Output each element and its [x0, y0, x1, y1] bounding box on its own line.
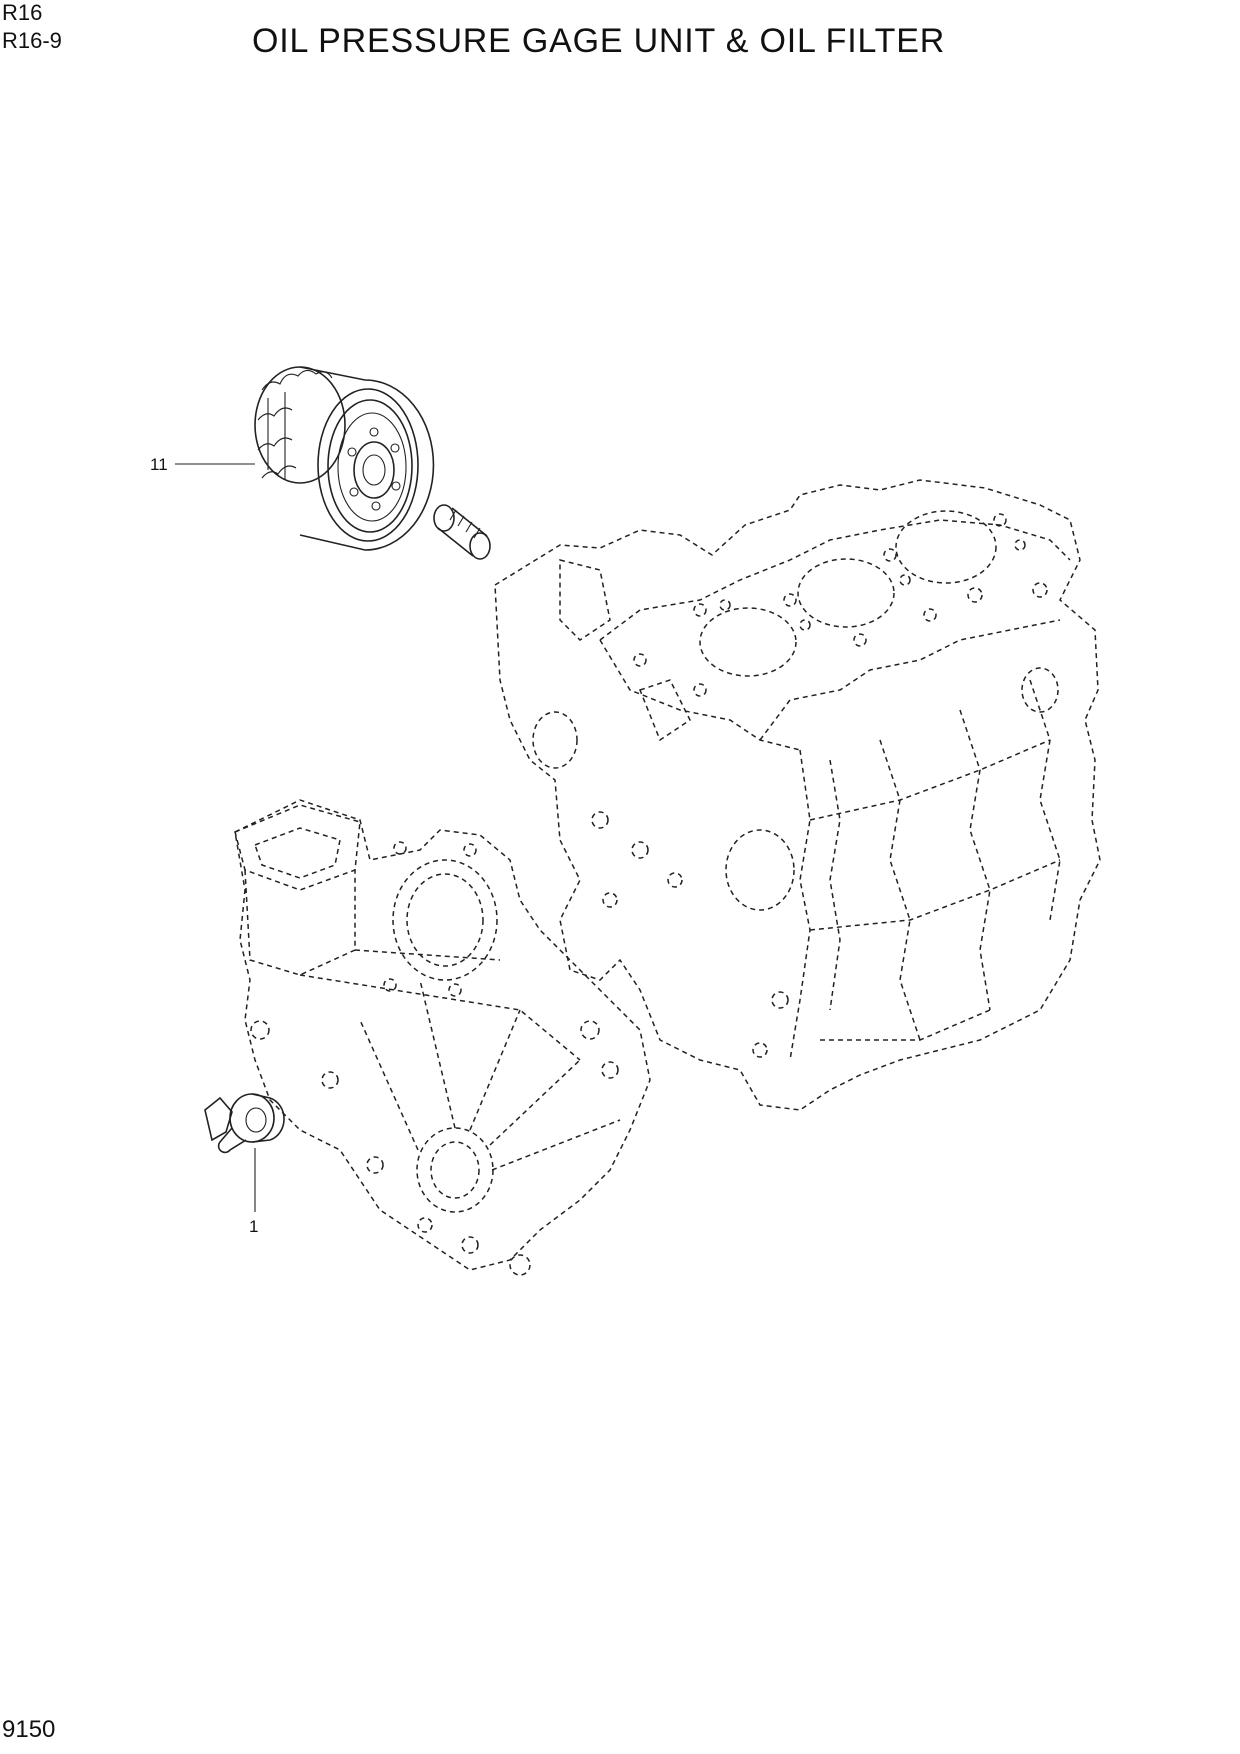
model-label: R16	[2, 0, 43, 25]
callout-number-1: 1	[249, 1217, 258, 1236]
filter-nipple	[433, 504, 491, 560]
section-label: R16-9	[2, 28, 62, 53]
gear-case-cover	[234, 799, 651, 1276]
oil-pressure-gage-unit	[204, 1093, 285, 1154]
oil-filter	[254, 366, 435, 551]
engine-block	[494, 479, 1101, 1111]
callout-number-11: 11	[150, 455, 168, 474]
page-number: 9150	[2, 1716, 56, 1743]
page-title: OIL PRESSURE GAGE UNIT & OIL FILTER	[252, 22, 946, 60]
